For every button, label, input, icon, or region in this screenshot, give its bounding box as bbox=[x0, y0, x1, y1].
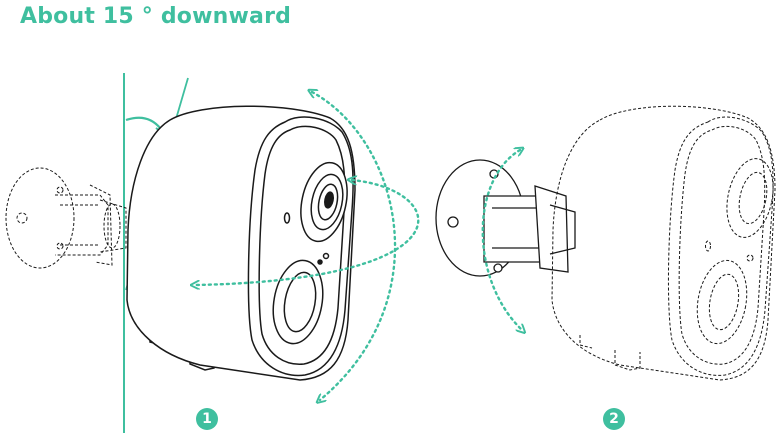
camera-dashed-icon bbox=[552, 106, 780, 380]
step-2-badge: 2 bbox=[603, 408, 625, 430]
camera-icon bbox=[127, 106, 355, 380]
step-1-badge: 1 bbox=[196, 408, 218, 430]
left-mount-dashed bbox=[6, 168, 126, 268]
